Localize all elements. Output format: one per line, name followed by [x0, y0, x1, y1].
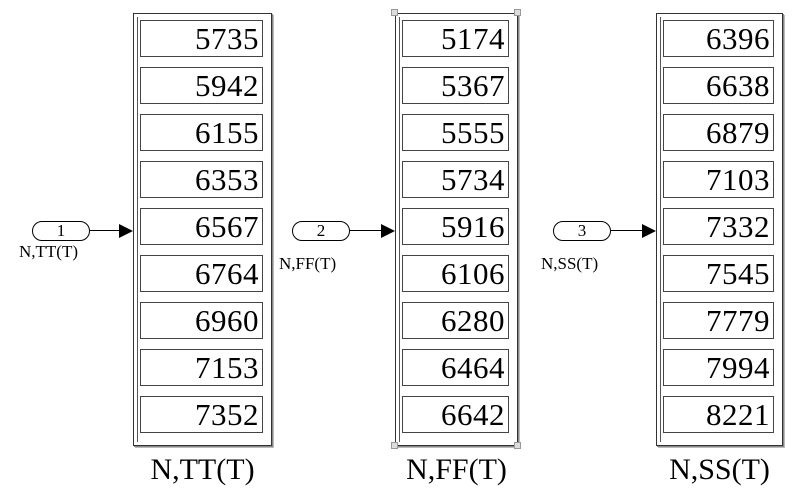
selection-handle-tl[interactable]	[391, 9, 398, 16]
display-cell: 5735	[140, 20, 263, 57]
inport-label-3: N,SS(T)	[541, 254, 599, 273]
display-cell: 7103	[663, 161, 774, 198]
inport-number: 3	[577, 221, 587, 240]
selection-handle-bl[interactable]	[391, 442, 398, 449]
display-cell: 5916	[402, 208, 509, 245]
display-cell: 6567	[140, 208, 263, 245]
display-cell: 8221	[663, 396, 774, 433]
display-cell: 5734	[402, 161, 509, 198]
display-cell: 7994	[663, 349, 774, 386]
display-cell: 6642	[402, 396, 509, 433]
display-frame	[137, 17, 268, 442]
display-cell: 6879	[663, 114, 774, 151]
arrow-head-icon	[119, 224, 133, 238]
inport-block-3[interactable]: 3	[553, 221, 611, 241]
display-cell: 6638	[663, 67, 774, 104]
display-block-ff[interactable]: 5174 5367 5555 5734 5916 6106 6280 6464 …	[395, 13, 518, 446]
display-cell: 5942	[140, 67, 263, 104]
display-frame	[399, 17, 514, 442]
display-label-ss: N,SS(T)	[669, 453, 770, 486]
arrow-head-icon	[642, 224, 656, 238]
display-cell: 7779	[663, 302, 774, 339]
display-cell: 6960	[140, 302, 263, 339]
inport-label-2: N,FF(T)	[279, 254, 337, 273]
display-label-ff: N,FF(T)	[406, 453, 507, 486]
display-cell: 5555	[402, 114, 509, 151]
display-block-ss[interactable]: 6396 6638 6879 7103 7332 7545 7779 7994 …	[656, 13, 783, 446]
display-cell: 7352	[140, 396, 263, 433]
display-cell: 6396	[663, 20, 774, 57]
display-label-tt: N,TT(T)	[150, 453, 255, 486]
display-cell: 6353	[140, 161, 263, 198]
inport-block-2[interactable]: 2	[292, 221, 350, 241]
display-cell: 7332	[663, 208, 774, 245]
inport-number: 1	[56, 221, 66, 240]
selection-handle-tr[interactable]	[514, 9, 521, 16]
signal-line-2[interactable]	[350, 230, 382, 231]
display-frame	[660, 17, 779, 442]
signal-line-3[interactable]	[611, 230, 643, 231]
display-cell: 5174	[402, 20, 509, 57]
display-cell: 6764	[140, 255, 263, 292]
inport-label-1: N,TT(T)	[19, 242, 79, 261]
display-cell: 6280	[402, 302, 509, 339]
selection-handle-br[interactable]	[514, 442, 521, 449]
inport-number: 2	[316, 221, 326, 240]
display-cell: 7545	[663, 255, 774, 292]
display-cell: 7153	[140, 349, 263, 386]
display-cell: 6106	[402, 255, 509, 292]
display-cell: 5367	[402, 67, 509, 104]
signal-line-1[interactable]	[90, 230, 120, 231]
display-block-tt[interactable]: 5735 5942 6155 6353 6567 6764 6960 7153 …	[133, 13, 272, 446]
display-cell: 6155	[140, 114, 263, 151]
display-cell: 6464	[402, 349, 509, 386]
inport-block-1[interactable]: 1	[32, 221, 90, 241]
arrow-head-icon	[381, 224, 395, 238]
